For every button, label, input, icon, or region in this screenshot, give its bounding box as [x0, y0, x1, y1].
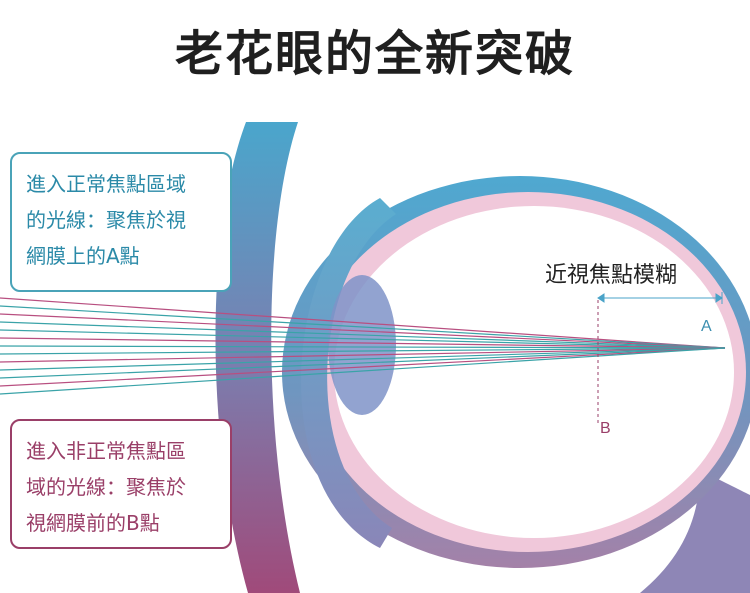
vitreous	[334, 206, 734, 538]
light-rays	[0, 297, 726, 395]
point-a-label: A	[701, 318, 712, 335]
blur-label: 近視焦點模糊	[545, 263, 678, 288]
abnormal-focus-line-2: 域的光線：聚焦於	[26, 475, 186, 499]
optic-nerve	[640, 470, 750, 593]
lens	[328, 275, 396, 415]
normal-focus-line-3: 網膜上的A點	[26, 244, 140, 268]
abnormal-focus-line-3: 視網膜前的B點	[26, 511, 160, 535]
front-cornea	[301, 198, 396, 548]
abnormal-focus-line-1: 進入非正常焦點區	[26, 439, 186, 463]
blur-span-arrow	[597, 292, 723, 304]
normal-focus-line-1: 進入正常焦點區域	[26, 172, 186, 196]
normal-focus-line-2: 的光線：聚焦於視	[26, 208, 186, 232]
abnormal-focus-box: 進入非正常焦點區 域的光線：聚焦於 視網膜前的B點	[10, 419, 232, 549]
normal-focus-box: 進入正常焦點區域 的光線：聚焦於視 網膜上的A點	[10, 152, 232, 292]
point-b-label: B	[600, 420, 611, 437]
page-title: 老花眼的全新突破	[174, 26, 575, 82]
